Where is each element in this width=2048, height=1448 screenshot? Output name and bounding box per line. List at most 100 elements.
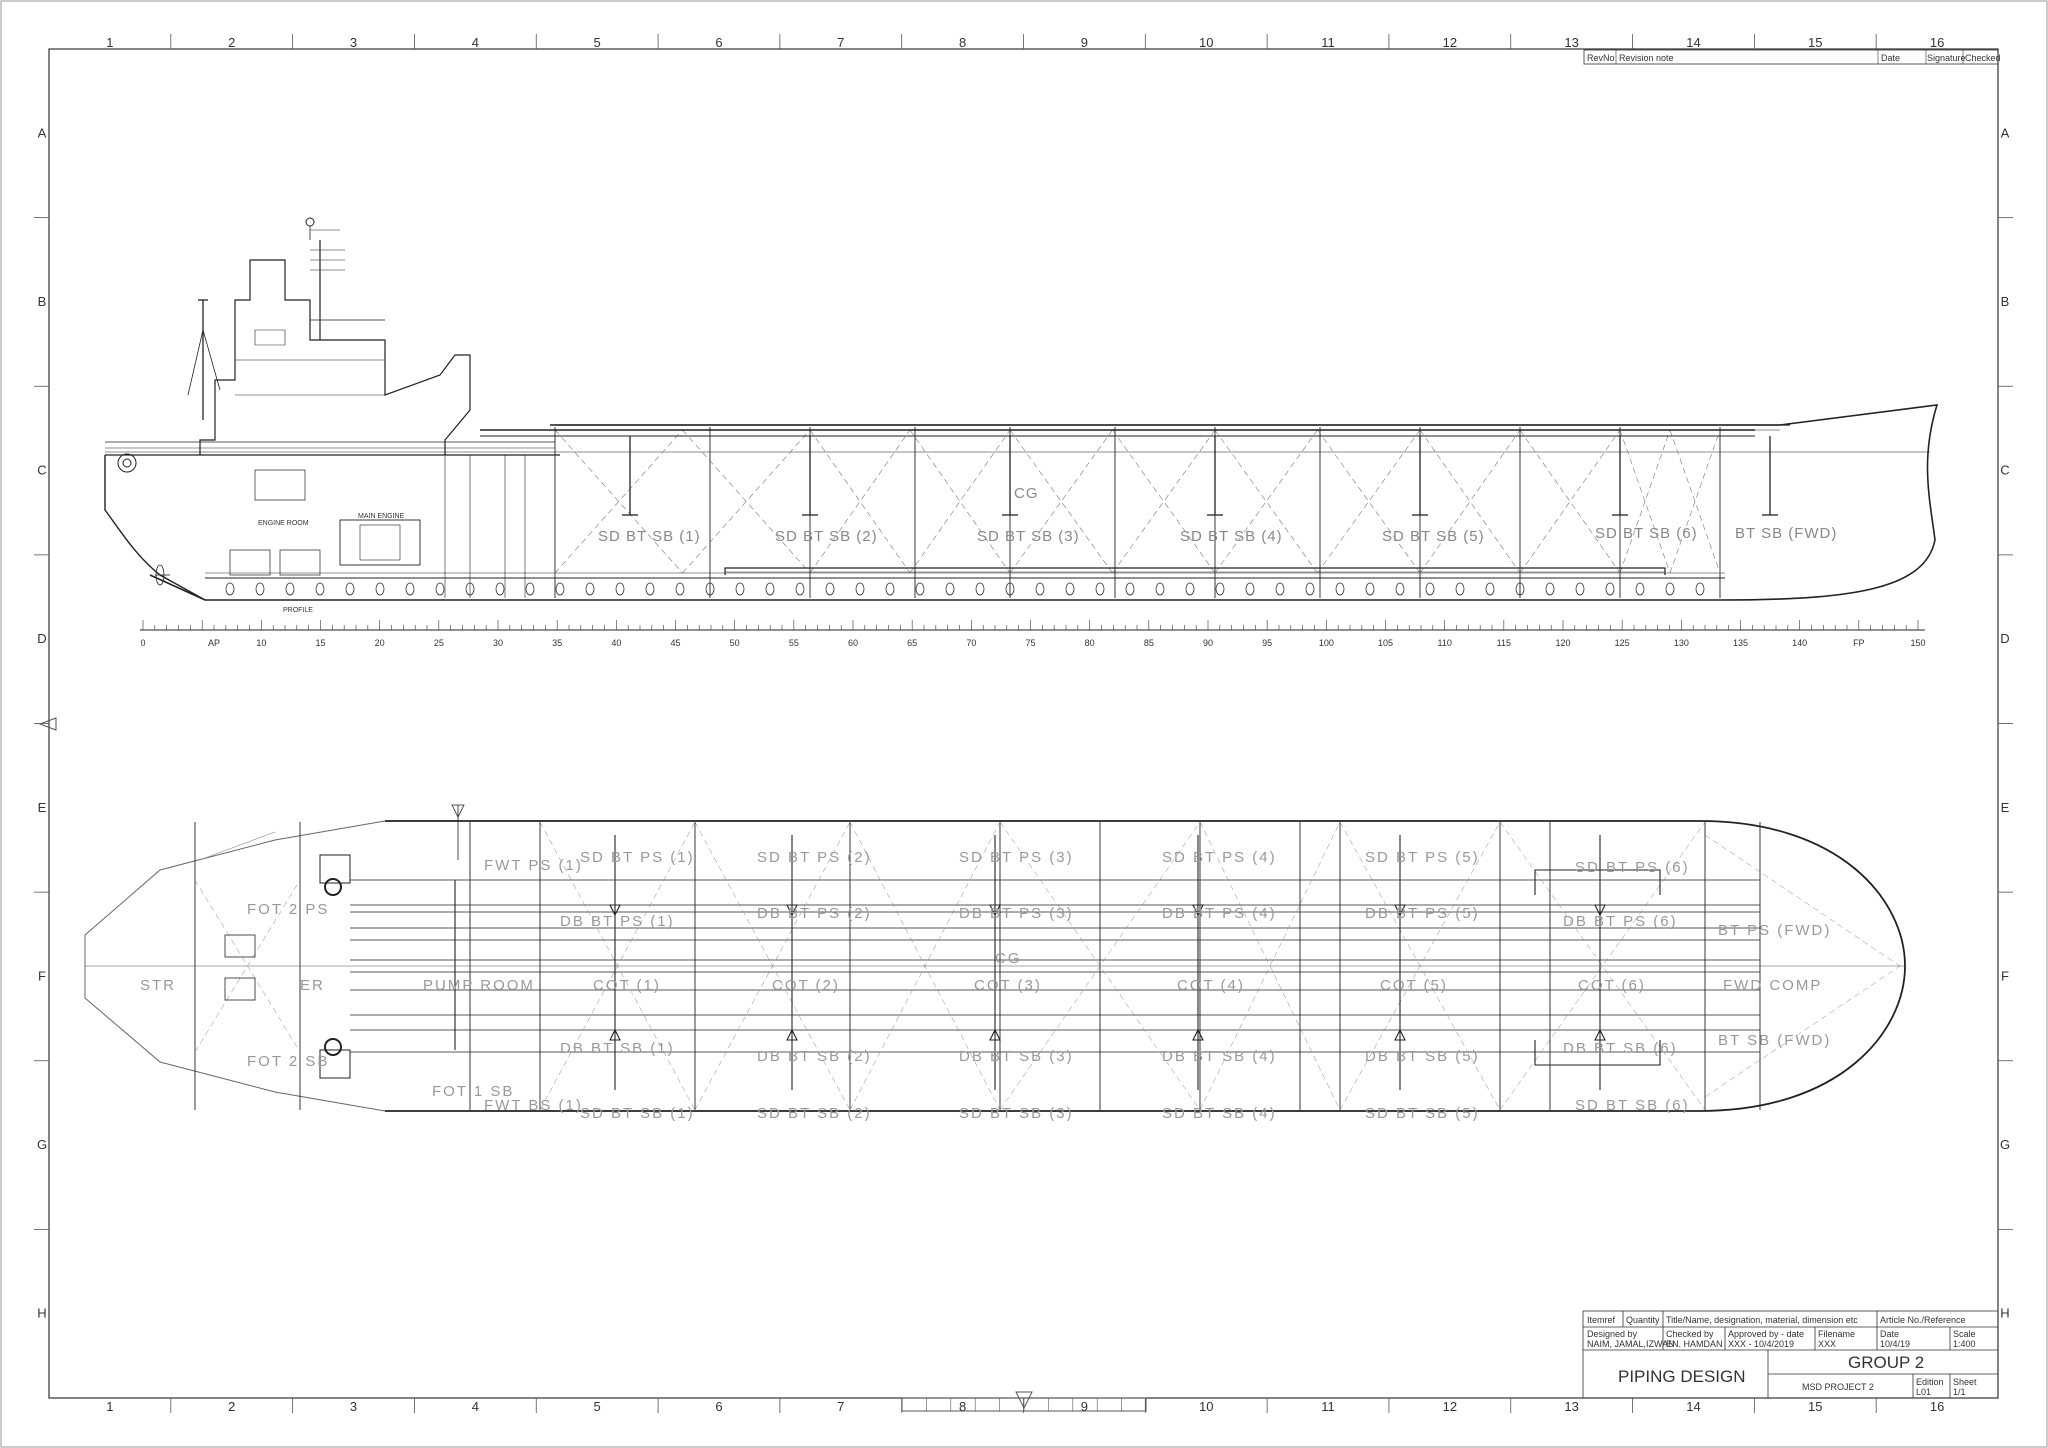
profile-tank-4: SD BT SB (4) — [1180, 528, 1283, 545]
tb-checked-by: EN. HAMDAN — [1666, 1339, 1723, 1349]
frame-label-13: 65 — [907, 638, 917, 648]
rev-header-checked: Checked — [1965, 53, 2001, 63]
grid-col-bottom-10: 10 — [1199, 1399, 1213, 1414]
tb-project: MSD PROJECT 2 — [1802, 1382, 1874, 1392]
plan-cot-6: COT (6) — [1578, 977, 1646, 994]
rev-header-note: Revision note — [1619, 53, 1674, 63]
profile-tank-6: SD BT SB (6) — [1595, 525, 1698, 542]
grid-col-bottom-2: 2 — [228, 1399, 235, 1414]
grid-row-left-H: H — [37, 1306, 46, 1321]
plan-db-sb-2: DB BT SB (2) — [757, 1048, 872, 1065]
profile-caption: PROFILE — [283, 607, 313, 614]
title-block — [1582, 1310, 1999, 1399]
grid-row-right-G: G — [2000, 1137, 2010, 1152]
grid-col-top-16: 16 — [1930, 35, 1944, 50]
plan-view — [84, 804, 1906, 1112]
grid-col-top-14: 14 — [1686, 35, 1700, 50]
grid-col-bottom-11: 11 — [1321, 1399, 1335, 1414]
plan-pump-room-label: PUMP ROOM — [423, 977, 535, 994]
revision-block: RevNo Revision note Date Signature Check… — [1583, 49, 2001, 65]
tb-scale: 1:400 — [1953, 1339, 1976, 1349]
tb-itemref: Itemref — [1587, 1315, 1616, 1325]
plan-sd-ps-6: SD BT PS (6) — [1575, 859, 1690, 876]
grid-col-bottom-13: 13 — [1564, 1399, 1578, 1414]
plan-db-sb-4: DB BT SB (4) — [1162, 1048, 1277, 1065]
grid-col-top-7: 7 — [837, 35, 844, 50]
frame-label-19: 95 — [1262, 638, 1272, 648]
plan-db-ps-1: DB BT PS (1) — [560, 913, 675, 930]
grid-col-top-12: 12 — [1443, 35, 1457, 50]
plan-sd-ps-1: SD BT PS (1) — [580, 849, 695, 866]
tb-checked-by-label: Checked by — [1666, 1329, 1714, 1339]
frame-label-3: 15 — [315, 638, 325, 648]
plan-sd-sb-4: SD BT SB (4) — [1162, 1105, 1277, 1122]
frame-label-9: 45 — [670, 638, 680, 648]
grid-row-left-G: G — [37, 1137, 47, 1152]
grid-col-bottom-3: 3 — [350, 1399, 357, 1414]
plan-db-sb-3: DB BT SB (3) — [959, 1048, 1074, 1065]
frame-label-26: 130 — [1674, 638, 1689, 648]
grid-col-top-5: 5 — [594, 35, 601, 50]
grid-col-bottom-9: 9 — [1081, 1399, 1088, 1414]
grid-col-bottom-4: 4 — [472, 1399, 479, 1414]
grid-col-bottom-1: 1 — [106, 1399, 113, 1414]
profile-tank-1: SD BT SB (1) — [598, 528, 701, 545]
plan-cg-label: CG — [995, 950, 1022, 967]
tb-designed-by: NAIM, JAMAL,IZWAN — [1587, 1339, 1675, 1349]
grid-col-top-10: 10 — [1199, 35, 1213, 50]
grid-col-top-8: 8 — [959, 35, 966, 50]
grid-col-top-2: 2 — [228, 35, 235, 50]
grid-col-bottom-16: 16 — [1930, 1399, 1944, 1414]
profile-tank-fwd: BT SB (FWD) — [1735, 525, 1837, 542]
grid-col-top-1: 1 — [106, 35, 113, 50]
plan-sd-ps-5: SD BT PS (5) — [1365, 849, 1480, 866]
plan-db-sb-6: DB BT SB (6) — [1563, 1040, 1678, 1057]
frame-label-24: 120 — [1555, 638, 1570, 648]
tb-edition-label: Edition — [1916, 1377, 1944, 1387]
frame-label-11: 55 — [789, 638, 799, 648]
plan-cot-5: COT (5) — [1380, 977, 1448, 994]
grid-row-right-D: D — [2000, 631, 2009, 646]
inner-border — [48, 48, 1999, 1399]
plan-sd-sb-6: SD BT SB (6) — [1575, 1097, 1690, 1114]
grid-row-right-A: A — [2001, 125, 2010, 140]
engine-room-label: ENGINE ROOM — [258, 520, 309, 527]
profile-view — [104, 217, 1939, 601]
tb-filename: XXX — [1818, 1339, 1836, 1349]
frame-label-17: 85 — [1144, 638, 1154, 648]
frame-label-21: 105 — [1378, 638, 1393, 648]
frame-label-1: AP — [208, 638, 220, 648]
tb-date: 10/4/19 — [1880, 1339, 1910, 1349]
main-engine-label: MAIN ENGINE — [358, 513, 405, 520]
grid-row-left-E: E — [38, 800, 47, 815]
center-mark-bottom — [1015, 1391, 1033, 1410]
frame-label-25: 125 — [1615, 638, 1630, 648]
tb-title-header: Title/Name, designation, material, dimen… — [1666, 1315, 1858, 1325]
grid-row-right-C: C — [2000, 463, 2009, 478]
plan-bt-ps-fwd-label: BT PS (FWD) — [1718, 922, 1831, 939]
grid-row-left-C: C — [37, 463, 46, 478]
tb-approved-label: Approved by - date — [1728, 1329, 1804, 1339]
plan-cot-1: COT (1) — [593, 977, 661, 994]
tb-sheet-label: Sheet — [1953, 1377, 1977, 1387]
plan-bt-sb-fwd-label: BT SB (FWD) — [1718, 1032, 1831, 1049]
plan-fwd-comp-label: FWD COMP — [1723, 977, 1822, 994]
grid-col-top-11: 11 — [1321, 35, 1335, 50]
frame-label-4: 20 — [375, 638, 385, 648]
grid-row-left-F: F — [38, 968, 46, 983]
frame-label-15: 75 — [1025, 638, 1035, 648]
tb-designed-by-label: Designed by — [1587, 1329, 1638, 1339]
tb-scale-label: Scale — [1953, 1329, 1976, 1339]
plan-fwtsb-label: FWT BS (1) — [484, 1097, 583, 1114]
grid-col-bottom-6: 6 — [715, 1399, 722, 1414]
profile-cg-label: CG — [1014, 485, 1039, 502]
rev-header-signature: Signature — [1927, 53, 1966, 63]
plan-sd-ps-3: SD BT PS (3) — [959, 849, 1074, 866]
plan-cot-4: COT (4) — [1177, 977, 1245, 994]
frame-label-29: FP — [1853, 638, 1865, 648]
grid-col-top-4: 4 — [472, 35, 479, 50]
plan-fwtps-label: FWT PS (1) — [484, 857, 583, 874]
